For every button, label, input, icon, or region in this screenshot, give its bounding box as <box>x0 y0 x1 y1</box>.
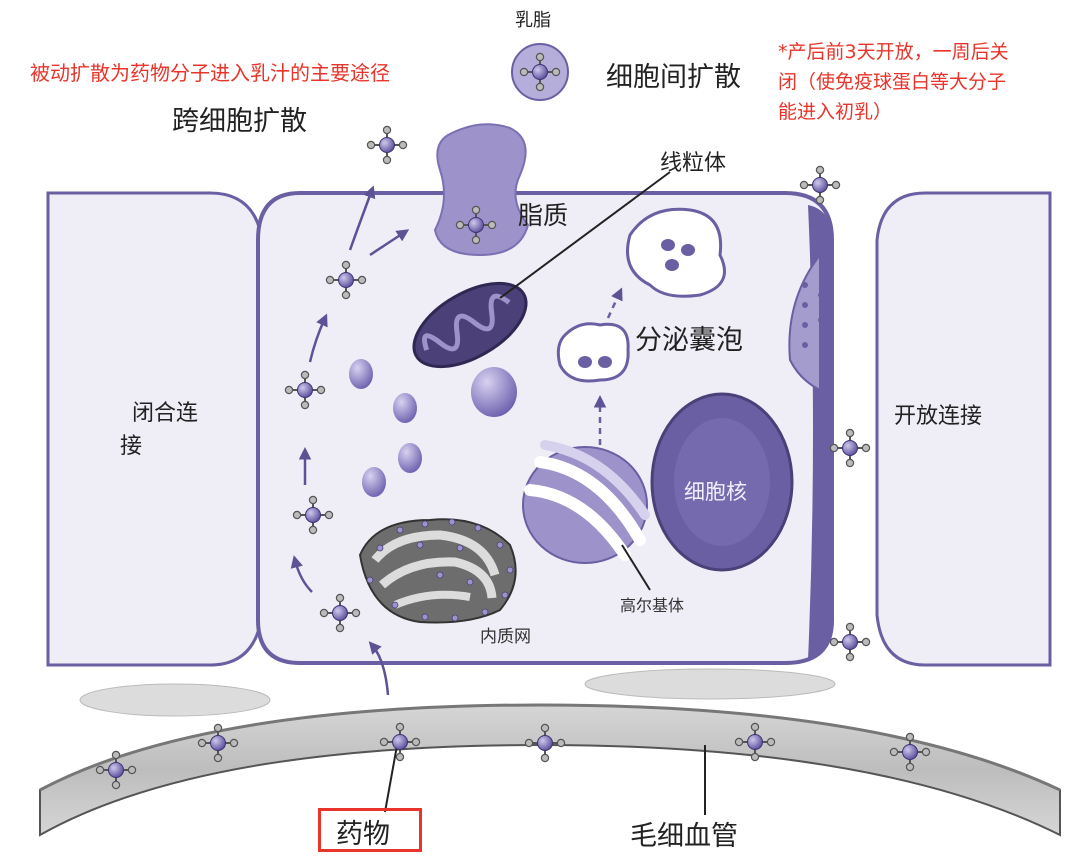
left-cell <box>46 191 264 667</box>
drug-label: 药物 <box>336 819 390 850</box>
paracellular-note-line-1: *产后前3天开放，一周后关 <box>778 41 1009 63</box>
secretory-vesicle-label: 分泌囊泡 <box>635 325 743 356</box>
milk-fat-label: 乳脂 <box>515 10 551 31</box>
open-junction-label: 开放连接 <box>894 404 983 429</box>
capillary <box>39 703 1061 837</box>
secretory-vesicles <box>556 207 726 445</box>
basement-membrane-right <box>584 668 836 700</box>
drug-highlight-box <box>318 808 422 852</box>
mitochondria-label: 线粒体 <box>660 151 727 176</box>
pointer-lines <box>384 171 706 815</box>
tight-junction-label-line-1: 闭合连 <box>132 401 199 426</box>
golgi <box>522 440 650 564</box>
nucleus-label: 细胞核 <box>684 480 747 504</box>
endoplasmic-reticulum <box>358 518 517 624</box>
capillary-label: 毛细血管 <box>630 821 738 852</box>
golgi-label: 高尔基体 <box>620 596 685 615</box>
vesicle-droplets <box>349 359 517 497</box>
right-cell <box>875 191 1052 667</box>
paracellular-note-line-3: 能进入初乳） <box>778 101 893 123</box>
paracellular-note-line-2: 闭（使免疫球蛋白等大分子 <box>778 71 1007 93</box>
passive-diffusion-note: 被动扩散为药物分子进入乳汁的主要途径 <box>30 61 390 85</box>
basement-membrane-left <box>79 683 271 717</box>
transcellular-arrows <box>290 185 410 696</box>
lipid-droplet <box>433 123 530 257</box>
transcellular-label: 跨细胞扩散 <box>172 106 307 137</box>
er-label: 内质网 <box>480 627 531 647</box>
paracellular-label: 细胞间扩散 <box>606 62 741 93</box>
lipid-label: 脂质 <box>518 201 569 230</box>
mitochondria <box>412 281 528 369</box>
tight-junction-label-line-2: 接 <box>120 434 143 459</box>
